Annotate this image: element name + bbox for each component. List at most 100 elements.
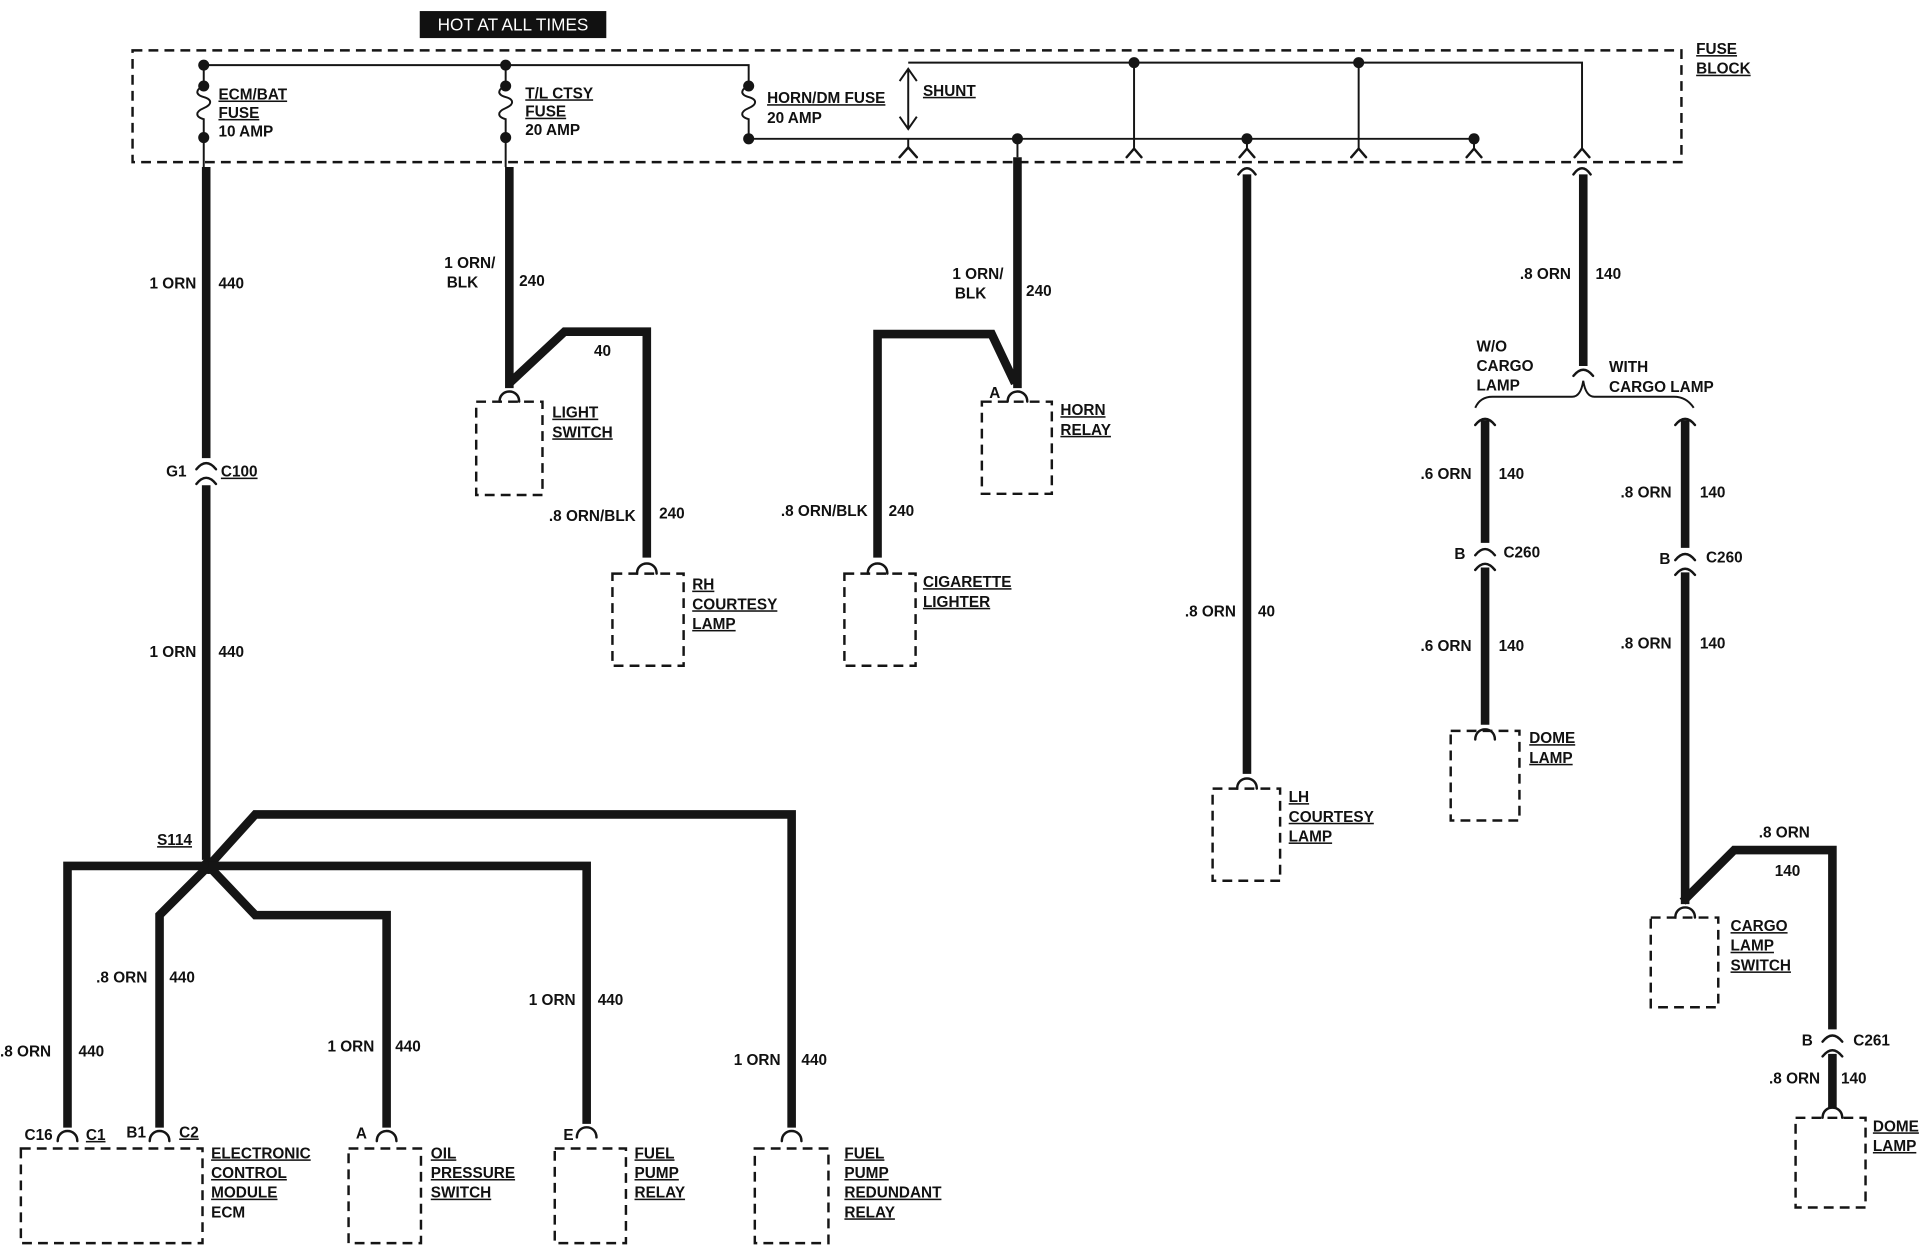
option-brace xyxy=(1474,380,1695,409)
tl-ctsy-fuse-label: FUSE xyxy=(525,104,566,121)
circuit-number: 140 xyxy=(1700,636,1726,653)
tl-ctsy-fuse-rating: 20 AMP xyxy=(525,122,580,139)
circuit-number: 40 xyxy=(594,343,611,360)
wire-gauge: .8 ORN xyxy=(1621,636,1672,653)
circuit-number: 140 xyxy=(1499,466,1525,483)
cigarette-lighter-box xyxy=(843,572,917,667)
device-label: FUEL xyxy=(844,1145,884,1162)
c100-connector-symbol xyxy=(195,461,218,486)
lh-courtesy-lamp-box xyxy=(1211,787,1282,882)
ecm-bat-fuse-label: FUSE xyxy=(218,105,259,122)
circuit-number: 440 xyxy=(598,992,624,1009)
device-label: DOME xyxy=(1873,1118,1919,1135)
horn-dm-fuse-rating: 20 AMP xyxy=(767,110,822,127)
circuit-number: 440 xyxy=(169,970,195,987)
option-label: WITH xyxy=(1609,359,1648,376)
circuit-number: 140 xyxy=(1596,266,1622,283)
horn-dm-fuse-label: HORN/DM FUSE xyxy=(767,90,885,107)
circuit-number: 440 xyxy=(79,1043,105,1060)
splice-label: S114 xyxy=(157,832,192,849)
device-label: CONTROL xyxy=(211,1165,287,1182)
banner-background xyxy=(419,11,607,39)
circuit-number: 440 xyxy=(218,276,244,293)
circuit-number: 440 xyxy=(218,644,244,661)
wire-gauge: .8 ORN xyxy=(1185,604,1236,621)
wire-gauge: BLK xyxy=(447,274,479,291)
device-label: LIGHT xyxy=(552,405,599,422)
connector-pin: G1 xyxy=(166,464,187,481)
light-switch-box xyxy=(474,400,544,497)
splice-branches: .8 ORN 440 .8 ORN 440 1 ORN 440 1 ORN 44… xyxy=(0,810,827,1143)
option-label: LAMP xyxy=(1476,378,1519,395)
device-connector-symbols xyxy=(866,390,1029,575)
device-label: LAMP xyxy=(1873,1138,1916,1155)
wire-gauge: 1 ORN/ xyxy=(444,255,496,272)
lh-courtesy-circuit: .8 ORN 40 LH COURTESY LAMP xyxy=(1185,174,1374,882)
device-label: HORN xyxy=(1060,402,1105,419)
device-connector-symbols xyxy=(498,390,658,575)
device-label: LAMP xyxy=(692,616,735,633)
device-label: RH xyxy=(692,577,714,594)
oil-pressure-switch: A OIL PRESSURE SWITCH xyxy=(347,1126,515,1245)
wire-gauge: .8 ORN/BLK xyxy=(549,508,636,525)
ecm-bat-fuse-rating: 10 AMP xyxy=(218,123,273,140)
device-label: LH xyxy=(1289,789,1309,806)
fuse-block-label: BLOCK xyxy=(1696,61,1750,78)
hot-at-all-times-banner: HOT AT ALL TIMES xyxy=(419,11,607,39)
device-label: LAMP xyxy=(1529,750,1572,767)
wire-gauge: .8 ORN xyxy=(96,970,147,987)
circuit-number: 140 xyxy=(1841,1070,1867,1087)
device-label: MODULE xyxy=(211,1185,277,1202)
connector-name: C100 xyxy=(221,464,258,481)
shunt-label: SHUNT xyxy=(923,83,976,100)
connector-pin: B xyxy=(1659,551,1670,568)
horn-dm-fuse-symbol xyxy=(741,85,757,127)
device-label: SWITCH xyxy=(552,424,612,441)
wire-gauge: 1 ORN xyxy=(150,276,197,293)
light-switch-wire xyxy=(505,167,652,558)
circuit-number: 240 xyxy=(519,273,545,290)
fuel-pump-relay: E FUEL PUMP RELAY xyxy=(553,1127,685,1245)
oil-pressure-wire xyxy=(205,863,391,1128)
ecm-c2-wire xyxy=(155,862,212,1128)
option-label: CARGO LAMP xyxy=(1609,379,1714,396)
option-label: W/O xyxy=(1476,338,1507,355)
circuit-number: 140 xyxy=(1499,638,1525,655)
connector-pin: B xyxy=(1802,1032,1813,1049)
device-label: CARGO xyxy=(1731,918,1788,935)
connector-pin: A xyxy=(356,1126,367,1143)
wire-gauge: .8 ORN xyxy=(1520,266,1571,283)
wire-gauge: 1 ORN xyxy=(529,992,576,1009)
circuit-number: 440 xyxy=(395,1038,421,1055)
fuse-block-output-connectors xyxy=(1237,167,1592,176)
option-label: CARGO xyxy=(1476,358,1533,375)
wire-gauge: 1 ORN/ xyxy=(952,266,1004,283)
circuit-number: 240 xyxy=(889,503,915,520)
fuel-pump-relay-wire xyxy=(208,861,591,1124)
connector-name: C261 xyxy=(1853,1032,1890,1049)
hot-bus-bottom xyxy=(747,126,1475,149)
junction-dots xyxy=(198,57,1480,145)
wire-gauge: 1 ORN xyxy=(734,1052,781,1069)
fuse-block-label: FUSE xyxy=(1696,41,1737,58)
tl-ctsy-fuse-symbol xyxy=(498,85,514,127)
connector-name: C260 xyxy=(1503,545,1540,562)
device-label: COURTESY xyxy=(1289,809,1374,826)
device-connector-symbol xyxy=(1235,777,1259,790)
wire-gauge: .8 ORN/BLK xyxy=(781,503,868,520)
circuit-number: 140 xyxy=(1700,484,1726,501)
device-label: LIGHTER xyxy=(923,594,990,611)
device-label: PRESSURE xyxy=(431,1165,515,1182)
circuit-number: 440 xyxy=(801,1052,827,1069)
cargo-lamp-wire xyxy=(1679,420,1837,1108)
oil-pressure-switch-box xyxy=(347,1147,423,1245)
fuel-pump-redundant-relay: FUEL PUMP REDUNDANT RELAY xyxy=(753,1145,942,1245)
connector-pin: E xyxy=(563,1127,573,1144)
hot-bus-top xyxy=(202,64,750,86)
circuit-number: 140 xyxy=(1775,863,1801,880)
device-label: ECM xyxy=(211,1204,245,1221)
connector-pin: A xyxy=(989,385,1000,402)
circuit-number: 240 xyxy=(1026,283,1052,300)
light-switch-circuit: 1 ORN/ BLK 240 40 .8 ORN/BLK 240 LIGHT S… xyxy=(444,167,777,667)
